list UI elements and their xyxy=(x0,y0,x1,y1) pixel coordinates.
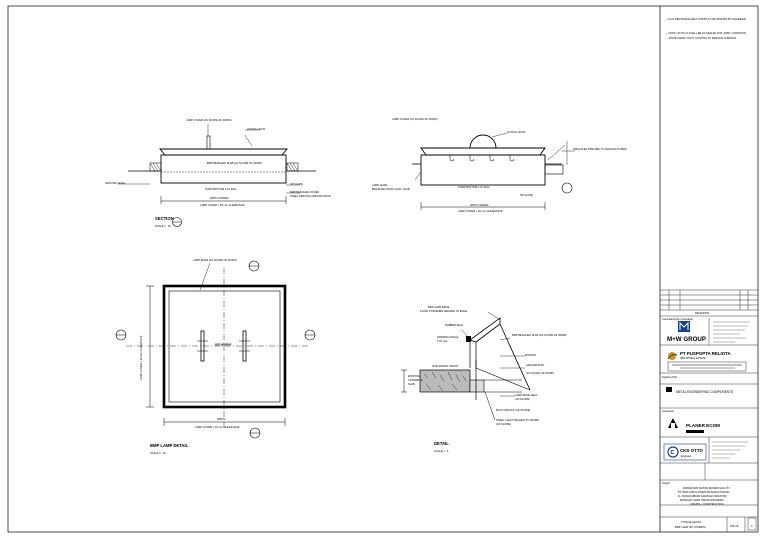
section-label-conc-cover-2: STEEL GRATING SPECIFICATION xyxy=(290,194,331,198)
plan-scale: SCALE 1 : 10 xyxy=(150,451,166,455)
section-title: SECTION xyxy=(155,216,174,221)
section-label-width-2: LAMP COVER + 30 mm CLEARANCE xyxy=(200,203,245,207)
detail-scale: SCALE 1 : 5 xyxy=(434,449,449,453)
svg-text:C: C xyxy=(671,450,675,456)
section-label-center: BMP BENCHED SLAB (AS SCOPE OF WORK) xyxy=(207,161,262,165)
detail-label-bottom-2: STEEL CLEAT WELDED TO FRAME xyxy=(496,418,539,422)
sheet-title-2: BMP LAMP (BY OTHERS) xyxy=(675,525,706,529)
section-label-width: WIDTH VARIES xyxy=(210,196,229,200)
plan-label-dim-side: LAMP COVER + 30 mm CLEARANCE xyxy=(139,335,143,380)
project-line-3: JL. MANGKUBUMI KAWASAN INDUSTRI xyxy=(678,494,727,498)
detail-label-frame-2: TYP. ALL xyxy=(437,339,448,343)
detail-label-mortar: MORTAR xyxy=(525,353,536,357)
drawing-title: METAL ENGINEERING COMPONENTS xyxy=(676,390,733,394)
detail-label-bmp: BMP BENCHED SLAB (AS SCOPE OF WORK) xyxy=(512,333,567,337)
section-b-label-sump: SUMP BOTTOM 1:10 FALL xyxy=(458,185,490,189)
drawing-title-label: Drawing Title xyxy=(662,375,678,379)
section-label-lamp-cover: LAMP COVER (AS SCOPE OF WORK) xyxy=(186,118,232,122)
detail-label-lamp-seal-2: (AS SCOPE) xyxy=(515,397,530,401)
detail-label-grout: NON SHRINK GROUT xyxy=(432,364,459,368)
section-label-lifting-hook: LIFTING HOOK xyxy=(247,127,266,131)
note-line-2: – CONC LID PLUG SHALL BE AS SEALED FOR J… xyxy=(666,31,746,35)
section-view xyxy=(118,124,316,227)
sheet-title-1: TYPICAL DETAIL xyxy=(681,520,702,524)
section-b-label-sp-slope: SP SLOPE xyxy=(520,193,533,197)
supplier-sub: Engineer xyxy=(681,454,692,458)
note-line-1: – FLAT DEPTH BAR HEAT STRIPS TO RE-INSTA… xyxy=(666,17,746,21)
plan-label-dim-bottom-2: WIDTH xyxy=(217,417,226,421)
section-b-label-lamp-level: LAMP LEVEL xyxy=(372,183,388,187)
detail-label-bottom: BOLT AND NUT (AS SCOPE) xyxy=(496,408,530,412)
detail-label-left-2: CONCRETE xyxy=(408,378,423,382)
note-line-3: FINISH HEAVY DUTY COATING TO SERVICE SUR… xyxy=(669,36,736,40)
section-b-label-pipe: INSULATED PIPE REF. TO MANUFACTURER xyxy=(573,147,627,151)
consultant-label: Consultant/Sub Consultant xyxy=(662,317,693,321)
plan-view xyxy=(115,260,316,439)
section-label-sp-slope: SP SLOPE xyxy=(290,182,303,186)
detail-label-plate: RUBBER SEAL xyxy=(445,323,464,327)
revision-number: 0 xyxy=(751,524,753,528)
plan-label-dim-bottom: LAMP COVER + 30 mm CLEARANCE xyxy=(195,425,240,429)
detail-view xyxy=(401,311,531,421)
section-b-label-width: WIDTH VARIES xyxy=(470,203,489,207)
titleblock: C xyxy=(660,289,758,532)
project-line-2: PT. BINA KARYA PRIMA MANUFACTURING xyxy=(678,490,730,494)
detail-label-left-3: SLAB xyxy=(408,382,415,386)
section-b-label-lifting-hook: LIFTING HOOK xyxy=(507,130,526,134)
detail-label-anchor-2: (AS SCOPE OF WORK) xyxy=(526,371,554,375)
section-label-sump: SUMP BOTTOM 1:10 FALL xyxy=(205,187,237,191)
client-name: PT PUSPOPTA RELIOTA xyxy=(680,351,731,356)
drawing-number: A01-05 xyxy=(730,524,739,528)
section-b-label-lamp-level-2: MEASURE FROM CONC. SLAB xyxy=(372,187,410,191)
sheet-border xyxy=(7,5,759,533)
section-b-label-lamp-cover: LAMP COVER (AS SCOPE OF WORK) xyxy=(392,117,438,121)
section-view-b xyxy=(412,132,575,210)
project-line-1: WATER AND WASTE WATER FACILITY xyxy=(683,486,730,490)
section-scale: SCALE 1 : 10 xyxy=(155,224,171,228)
detail-label-bottom-3: (AS SCOPE) xyxy=(496,422,511,426)
section-label-ground-level: GROUND LEVEL xyxy=(105,181,126,185)
revisions-header: REVISIONS xyxy=(695,311,709,315)
supplier-name: CKD OTTO xyxy=(680,448,703,453)
detail-label-frame: FRAMING ANGLE xyxy=(437,335,459,339)
contractor-label: Contractor xyxy=(662,409,674,413)
project-line-4: PANDAAN JAWA TIMUR INDONESIA xyxy=(680,498,724,502)
section-b-label-width-2: LAMP COVER + 30 mm CLEARANCE xyxy=(458,209,503,213)
detail-label-top: BMP LAMP EDGE xyxy=(428,305,450,309)
contractor-name: PLANER ECOM xyxy=(686,423,720,428)
detail-label-lamp-seal: LAMP EDGE SEAL xyxy=(515,393,538,397)
project-line-5: UPDATE - CONSTRUCTION xyxy=(690,502,724,506)
plan-title: BMP LAMP DETAIL xyxy=(150,443,189,448)
client-sub: INDUSTRIAL ESTATE xyxy=(680,356,706,360)
plan-label-edge: LAMP EDGE (AS SCOPE OF WORK) xyxy=(193,258,237,262)
detail-label-anchor: ANCHOR BOLT xyxy=(526,363,545,367)
detail-label-left-1: EXISTING xyxy=(408,374,420,378)
project-label: Project xyxy=(662,481,670,485)
section-label-conc-cover: BMP BENCHED COVER xyxy=(290,190,319,194)
detail-label-top-2: PLATE STIFFENER WELDED TO EDGE xyxy=(420,309,468,313)
consultant-name: M+W GROUP xyxy=(667,336,706,343)
detail-title: DETAIL xyxy=(434,441,449,446)
plan-label-handle: LIFT HANDLE xyxy=(215,342,232,346)
